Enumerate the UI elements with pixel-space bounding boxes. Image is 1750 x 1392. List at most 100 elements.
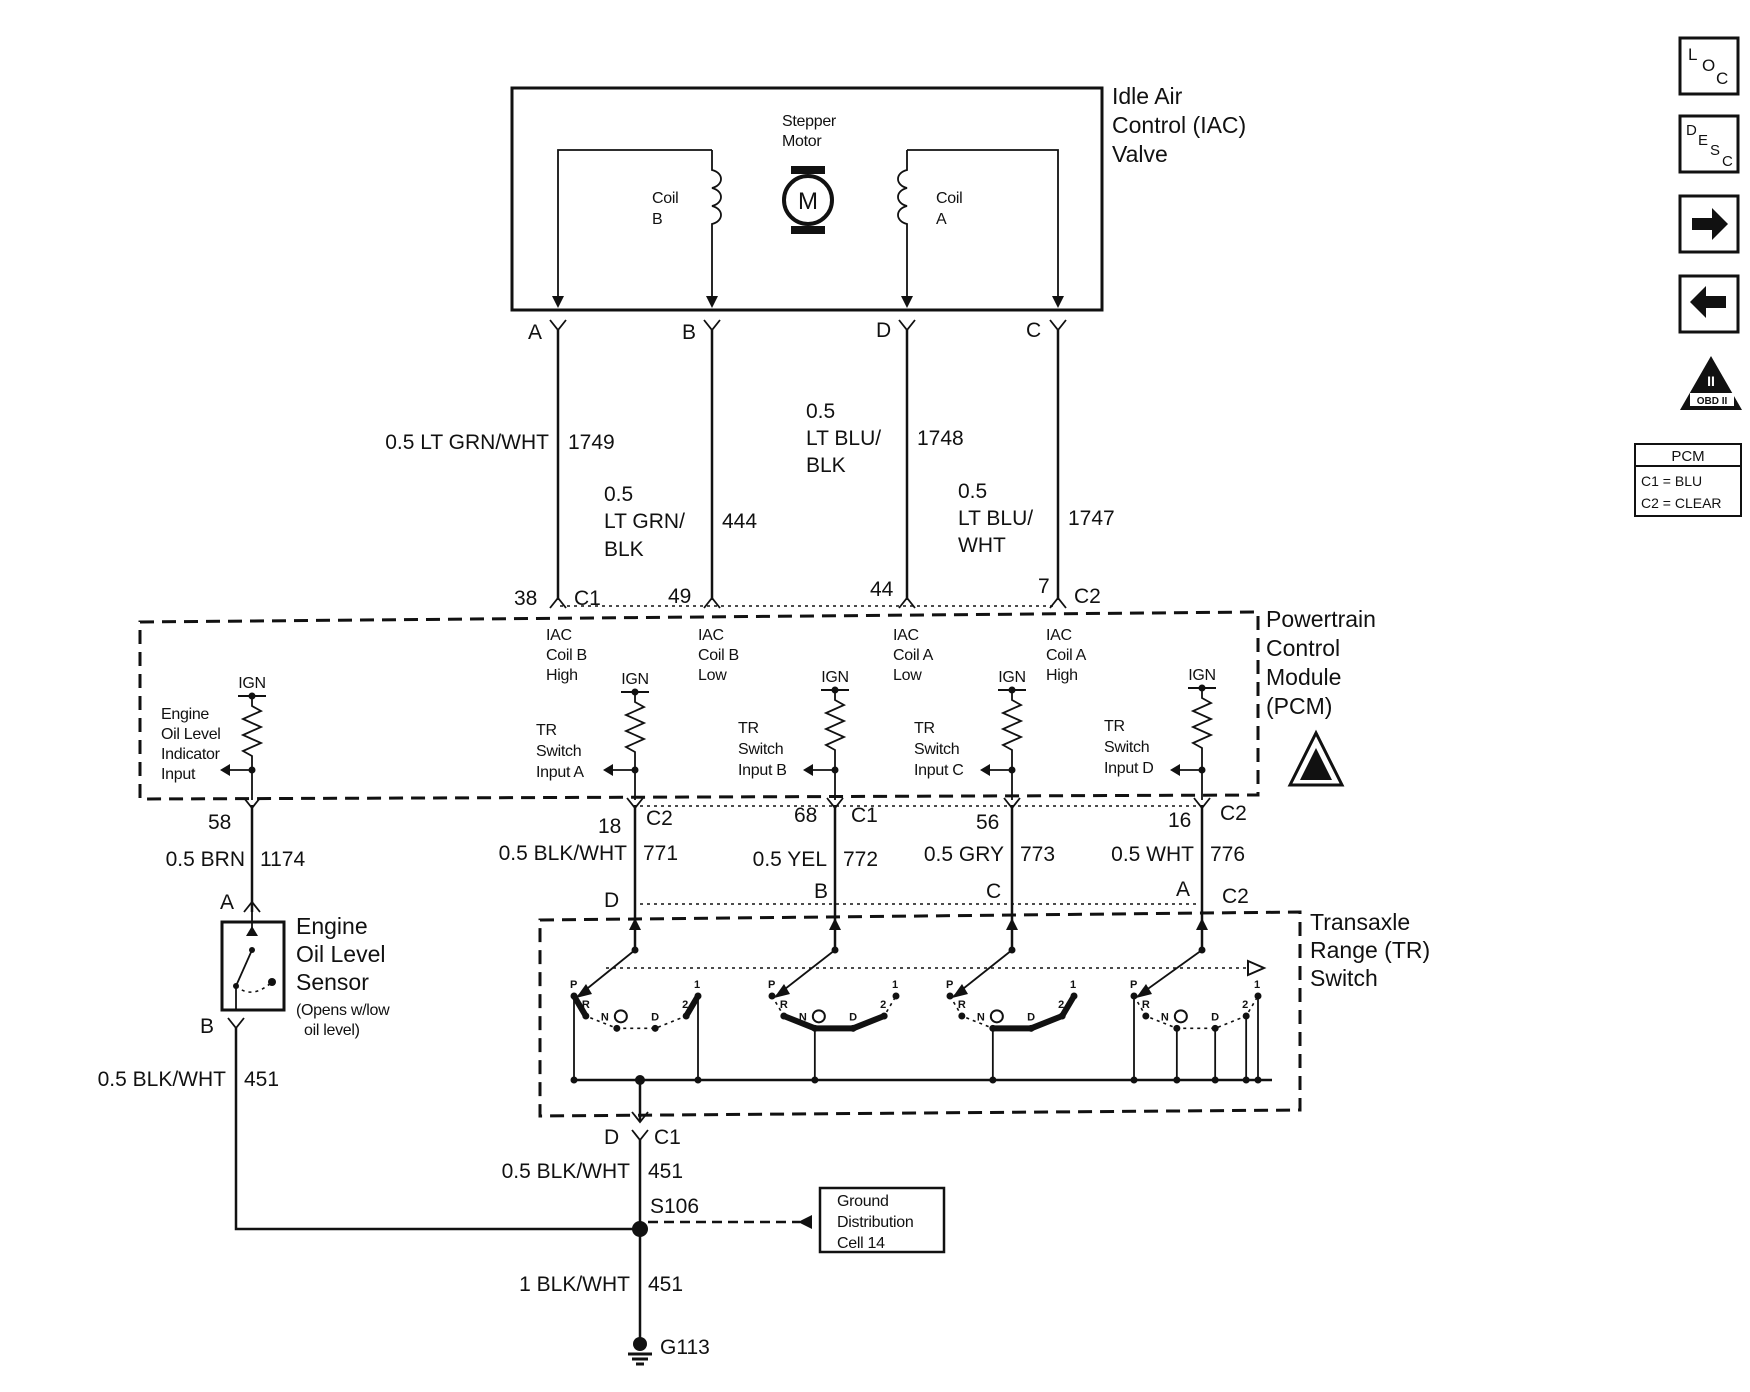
tr-section-c-position-label-4: 2	[1058, 999, 1064, 1011]
oil-sensor-title-1: Engine	[296, 913, 368, 939]
wire-772-label: 0.5 YEL	[753, 848, 827, 871]
iac-valve-box	[510, 86, 1104, 312]
coil-b-winding	[711, 150, 722, 300]
wire-1747-gauge: 0.5	[958, 480, 987, 503]
tr-section-c-position-label-1: R	[958, 999, 966, 1011]
pcm-title-4: (PCM)	[1266, 693, 1332, 719]
tr-section-d-contact-2	[613, 1024, 621, 1032]
ground-circuit: 0.5 BLK/WHT 451 S106 Ground Distribution…	[502, 1140, 946, 1366]
tr-input-d-ign-label: IGN	[1188, 667, 1216, 684]
tr-section-b-contact-3	[849, 1024, 857, 1032]
tr-section-c-contact-arc	[949, 995, 1075, 1030]
oil-input-label-1: Engine	[161, 706, 209, 723]
tr-section-d-wiper-arrow-icon	[576, 984, 592, 998]
tr-switch-title-1: Transaxle	[1310, 909, 1410, 935]
lower-wires: 0.5 BRN 1174 0.5 BLK/WHT 771 0.5 YEL 772…	[166, 805, 1245, 912]
pcm-pin-7: 7	[1038, 575, 1050, 598]
tr-input-d-pullup: IGN	[1170, 667, 1216, 810]
tr-section-b-contact-1	[780, 1012, 788, 1020]
oil-input-label-2: Oil Level	[161, 726, 221, 743]
splice-s106-label: S106	[650, 1195, 699, 1218]
pcm-pin-16: 16	[1168, 809, 1191, 832]
oil-sensor-title-3: Sensor	[296, 969, 369, 995]
wire-771-circuit: 771	[643, 842, 678, 865]
wire-451-oil-sensor	[234, 1028, 640, 1231]
tr-section-c-contact-4	[1058, 1012, 1066, 1020]
iac-coil-b-high-1: IAC	[546, 627, 572, 644]
tr-section-d-position-label-5: 1	[694, 979, 700, 991]
tr-input-a-pullup: IGN	[603, 671, 649, 810]
wire-776-label: 0.5 WHT	[1111, 843, 1194, 866]
tr-section-d-contact-arc	[573, 995, 699, 1030]
coil-a-pin-d-arrow	[901, 296, 913, 308]
ground-distribution-arrow-icon	[798, 1215, 812, 1229]
obd-ii-button[interactable]: II OBD II	[1680, 356, 1742, 410]
iac-coil-a-high-2: Coil A	[1046, 647, 1087, 664]
iac-connector-d	[898, 319, 916, 332]
tr-pin-b: B	[814, 880, 828, 903]
prev-button[interactable]	[1678, 274, 1740, 334]
wire-444-gauge: 0.5	[604, 483, 633, 506]
pcm-connector-key: PCM C1 = BLU C2 = CLEAR	[1634, 443, 1742, 517]
tr-input-b-resistor	[823, 690, 847, 800]
tr-switch-title-3: Switch	[1310, 965, 1378, 991]
oil-sensor-pin-a: A	[220, 891, 234, 914]
tr-input-b-pullup: IGN	[803, 669, 849, 810]
tr-section-d-contact-3	[651, 1024, 659, 1032]
pcm-pin-58: 58	[208, 811, 231, 834]
tr-input-a-resistor	[623, 692, 647, 800]
pcm-title-2: Control	[1266, 635, 1340, 661]
loc-button[interactable]: L O C	[1678, 36, 1740, 96]
tr-section-a-neutral-ring	[1173, 1009, 1188, 1024]
wire-1747-color-2: WHT	[958, 534, 1006, 557]
oil-input-resistor	[240, 696, 264, 800]
desc-letter-d: D	[1686, 122, 1697, 139]
coil-b-label-1: Coil	[652, 190, 678, 207]
desc-button[interactable]: D E S C	[1678, 114, 1740, 174]
tr-pin-a: A	[1176, 878, 1190, 901]
ground-distribution-2: Distribution	[837, 1214, 913, 1231]
coil-b-label-2: B	[652, 211, 662, 228]
coil-a-lead	[907, 149, 1059, 300]
iac-valve-title-2: Control (IAC)	[1112, 112, 1246, 138]
pcm-key-c1: C1 = BLU	[1641, 473, 1702, 489]
tr-input-d-resistor	[1190, 688, 1214, 800]
pcm-boundary	[138, 610, 1260, 801]
wire-1747-circuit: 1747	[1068, 507, 1115, 530]
tr-input-b-ign-label: IGN	[821, 669, 849, 686]
wire-1749-circuit: 1749	[568, 431, 615, 454]
wire-1748-color-2: BLK	[806, 454, 846, 477]
pcm-pin-7-connector-id: C2	[1074, 585, 1101, 608]
iac-connector-c	[1049, 319, 1067, 332]
coil-a-label-2: A	[936, 211, 947, 228]
tr-section-a-input-arrow-icon	[1196, 918, 1208, 930]
loc-letter-c: C	[1716, 69, 1728, 88]
tr-section-a-position-label-5: 1	[1254, 979, 1260, 991]
wire-776-circuit: 776	[1210, 843, 1245, 866]
oil-sensor-note-1: (Opens w/low	[296, 1002, 390, 1019]
tr-section-b-active-contact-0	[780, 1012, 888, 1032]
iac-coil-b-low-3: Low	[698, 667, 727, 684]
wire-444-circuit: 444	[722, 510, 757, 533]
tr-pin-c: C	[986, 880, 1001, 903]
tr-input-c-pullup: IGN	[980, 669, 1026, 810]
pcm-pin-7-connector	[1049, 596, 1067, 609]
tr-section-a-position-label-1: R	[1142, 999, 1150, 1011]
tr-section-b-position-label-3: D	[849, 1011, 857, 1023]
iac-wires: 0.5 LT GRN/WHT 1749 0.5 LT GRN/ BLK 444 …	[385, 330, 1115, 600]
tr-switch-boundary	[538, 910, 1302, 1118]
tr-section-c-input-arrow-icon	[1006, 918, 1018, 930]
pcm-module: 38 C1 49 44 7 C2 Powertrain Control Modu…	[138, 575, 1376, 838]
coil-b-pin-a-arrow	[552, 296, 564, 308]
loc-letter-l: L	[1688, 45, 1697, 64]
iac-coil-b-low-2: Coil B	[698, 647, 739, 664]
oil-sensor-switch-icon	[233, 912, 276, 1010]
wire-1747-color-1: LT BLU/	[958, 507, 1033, 530]
wire-451-left-label: 0.5 BLK/WHT	[98, 1068, 227, 1091]
wire-1174-label: 0.5 BRN	[166, 848, 245, 871]
next-button[interactable]	[1678, 194, 1740, 254]
